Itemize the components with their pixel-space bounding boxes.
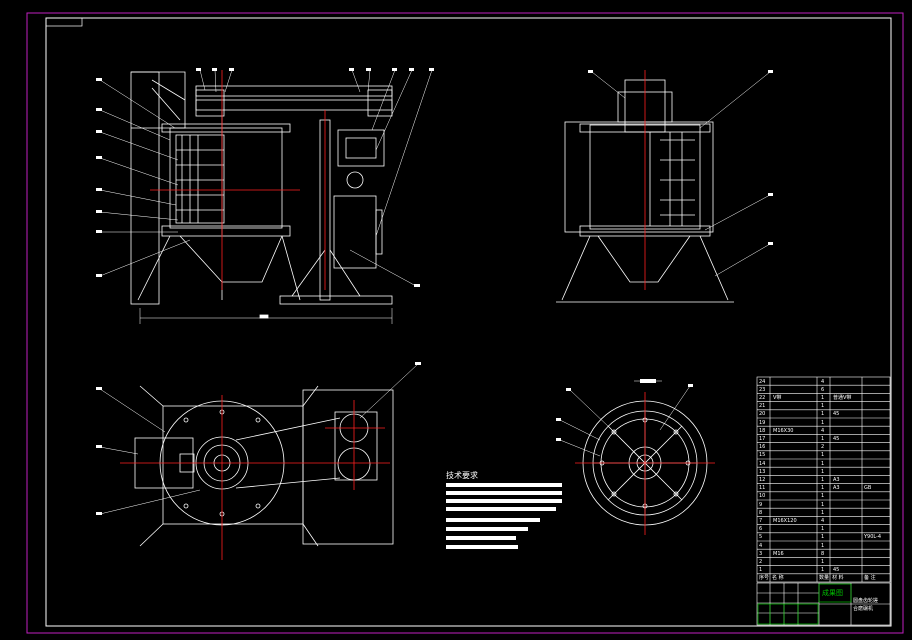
side-view-leaders (591, 71, 771, 277)
disc-view-balloon-marks (556, 379, 693, 441)
front-view-leaders (99, 69, 433, 287)
parts-row-no: 14 (759, 460, 766, 467)
front-view-centerlines (150, 70, 326, 290)
parts-row-qty: 8 (821, 550, 825, 557)
side-view (556, 79, 734, 303)
tech-requirements-lines (446, 483, 562, 549)
parts-row-qty: 4 (821, 517, 825, 524)
parts-row-no: 18 (759, 427, 766, 434)
parts-header-cell: 序号 (759, 575, 770, 582)
parts-row-no: 9 (759, 501, 763, 508)
parts-row-no: 19 (759, 419, 766, 426)
parts-row-no: 11 (759, 485, 766, 492)
parts-row-material: 45 (833, 567, 840, 574)
parts-row-qty: 1 (821, 468, 825, 475)
parts-row-qty: 1 (821, 542, 825, 549)
disc-view-leaders (559, 380, 691, 457)
parts-row-no: 3 (759, 550, 763, 557)
parts-row-qty: 2 (821, 444, 825, 451)
parts-row-qty: 1 (821, 452, 825, 459)
parts-row-name: M16X30 (773, 427, 794, 434)
parts-row-no: 16 (759, 444, 766, 451)
parts-row-name: M16X120 (773, 517, 797, 524)
parts-row-qty: 1 (821, 501, 825, 508)
parts-row-no: 6 (759, 526, 763, 533)
parts-row-qty: 1 (821, 435, 825, 442)
parts-row-no: 15 (759, 452, 766, 459)
side-view-balloon-marks (588, 70, 773, 245)
parts-row-qty: 1 (821, 558, 825, 565)
parts-header-cell: 名 称 (772, 575, 784, 582)
front-view (130, 71, 393, 324)
front-view-balloon-marks (96, 68, 434, 287)
sheet-corner-tab (45, 17, 83, 27)
parts-header-cell: 数量 (819, 575, 830, 582)
parts-row-no: 5 (759, 534, 763, 541)
parts-row-qty: 1 (821, 394, 825, 401)
parts-row-qty: 1 (821, 485, 825, 492)
parts-row-no: 24 (759, 378, 766, 385)
parts-row-qty: 1 (821, 460, 825, 467)
parts-row-no: 17 (759, 435, 766, 442)
parts-row-name: V带 (773, 394, 782, 401)
parts-row-no: 1 (759, 567, 763, 574)
parts-header-cell: 材 料 (832, 575, 844, 582)
parts-row-no: 20 (759, 411, 766, 418)
parts-row-no: 21 (759, 403, 766, 410)
parts-row-no: 22 (759, 394, 766, 401)
parts-row-qty: 4 (821, 378, 825, 385)
tech-requirements-title: 技术要求 (446, 471, 478, 480)
parts-row-qty: 6 (821, 386, 825, 393)
parts-row-note: GB (864, 485, 872, 492)
parts-row-material: 45 (833, 411, 840, 418)
parts-row-qty: 1 (821, 411, 825, 418)
parts-row-qty: 4 (821, 427, 825, 434)
title-description-1: 圆盘齿轮搓 (853, 598, 879, 604)
drawing-title: 成果图 (822, 589, 843, 597)
parts-row-qty: 1 (821, 493, 825, 500)
parts-row-qty: 1 (821, 403, 825, 410)
parts-row-qty: 1 (821, 419, 825, 426)
disc-view-centerlines (575, 392, 715, 535)
parts-row-no: 10 (759, 493, 766, 500)
parts-row-note: Y90L-4 (864, 534, 882, 541)
parts-row-no: 2 (759, 558, 763, 565)
top-view-balloon-marks (96, 362, 421, 515)
parts-list-grid (756, 376, 891, 583)
parts-row-no: 23 (759, 386, 766, 393)
parts-row-material: A3 (833, 485, 840, 492)
sheet-inner-border (45, 17, 892, 627)
parts-row-no: 4 (759, 542, 763, 549)
title-description-2: 合磨碾机 (853, 606, 874, 612)
parts-row-material: 45 (833, 435, 840, 442)
parts-row-no: 8 (759, 509, 763, 516)
parts-row-no: 7 (759, 517, 763, 524)
parts-row-no: 13 (759, 468, 766, 475)
parts-row-material: 普通V带 (833, 394, 852, 401)
top-view-centerlines (120, 395, 390, 560)
parts-row-qty: 1 (821, 567, 825, 574)
parts-row-qty: 1 (821, 509, 825, 516)
parts-header-cell: 备 注 (864, 575, 876, 582)
sheet-outer-border (26, 12, 904, 634)
parts-row-material: A3 (833, 476, 840, 483)
title-block-green (757, 583, 852, 625)
parts-row-name: M16 (773, 550, 784, 557)
top-view-leaders (99, 363, 419, 515)
parts-row-qty: 1 (821, 534, 825, 541)
parts-row-qty: 1 (821, 476, 825, 483)
parts-row-qty: 1 (821, 526, 825, 533)
parts-row-no: 12 (759, 476, 766, 483)
